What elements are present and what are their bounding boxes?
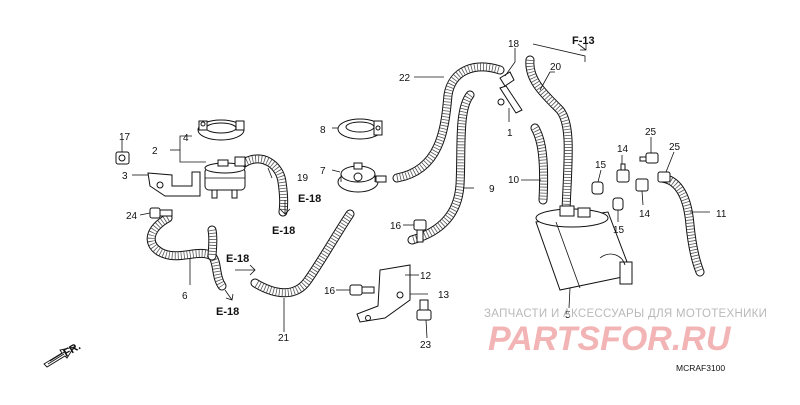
callout-8: 8 [320, 125, 326, 136]
part-14-connector-lower [635, 178, 649, 192]
hose-19 [239, 154, 289, 217]
callout-14-lower: 14 [639, 209, 651, 220]
callout-1: 1 [507, 128, 513, 139]
ref-e18-a: E-18 [298, 193, 321, 205]
callout-numbers: 1 2 3 4 5 6 7 8 9 10 11 12 13 14 14 15 1… [119, 39, 727, 351]
hose-10 [530, 123, 549, 205]
leader-lines [121, 43, 710, 339]
part-23-bolt [416, 299, 432, 321]
hose-20 [525, 55, 573, 215]
callout-12: 12 [420, 271, 432, 282]
hose-9 [407, 90, 475, 245]
part-25-bolt-a [639, 152, 659, 164]
diagram-code: MCRAF3100 [676, 363, 725, 373]
part-2-valve [204, 156, 246, 199]
hose-21 [250, 209, 355, 298]
callout-11: 11 [716, 209, 727, 220]
watermark-logo: PARTSFOR.RU [488, 320, 732, 358]
callout-19: 19 [297, 173, 309, 184]
hose-22 [392, 62, 505, 183]
callout-15-lower: 15 [613, 225, 625, 236]
callout-5: 5 [565, 310, 571, 321]
part-15-cap-lower [612, 197, 624, 211]
part-1-fitting [497, 85, 523, 114]
part-8-clamp [337, 118, 383, 140]
callout-21: 21 [278, 333, 290, 344]
ref-e18-b: E-18 [272, 225, 295, 237]
callout-25-a: 25 [645, 127, 657, 138]
callout-2: 2 [152, 146, 158, 157]
callout-23: 23 [420, 340, 432, 351]
front-marker: FR. [43, 340, 83, 368]
part-16-bolt-lower [349, 284, 375, 296]
ref-e18-c: E-18 [226, 253, 249, 265]
front-label: FR. [62, 340, 83, 359]
part-3-bracket [147, 171, 201, 197]
arrows [224, 43, 587, 301]
part-17-nut [115, 151, 130, 165]
callout-13: 13 [438, 290, 450, 301]
part-4-clamp [197, 119, 245, 141]
part-12-bracket [356, 264, 411, 323]
part-18-clip [499, 71, 515, 87]
callout-10: 10 [508, 175, 520, 186]
callout-4: 4 [183, 133, 189, 144]
callout-15-upper: 15 [595, 160, 607, 171]
part-14-connector-upper [616, 163, 630, 183]
callout-18: 18 [508, 39, 520, 50]
callout-16-upper: 16 [390, 221, 402, 232]
part-24-bolt [149, 207, 173, 219]
hose-11 [657, 173, 705, 277]
callout-25-b: 25 [669, 142, 681, 153]
ref-e18-d: E-18 [216, 306, 239, 318]
watermark-tagline: ЗАПЧАСТИ И АКСЕССУАРЫ ДЛЯ МОТОТЕХНИКИ [484, 308, 767, 320]
callout-17: 17 [119, 132, 131, 143]
callout-16-lower: 16 [324, 286, 336, 297]
part-15-cap-upper [591, 181, 604, 195]
callout-20: 20 [550, 62, 562, 73]
callout-6: 6 [182, 291, 188, 302]
callout-24: 24 [126, 211, 138, 222]
part-25-bolt-b [657, 171, 671, 183]
hose-6 [146, 213, 227, 291]
callout-14-upper: 14 [617, 144, 629, 155]
callout-7: 7 [320, 166, 326, 177]
ref-f13: F-13 [572, 35, 595, 47]
callout-3: 3 [122, 171, 128, 182]
part-5-canister [535, 205, 633, 291]
part-7-valve [337, 162, 387, 193]
callout-9: 9 [489, 184, 495, 195]
section-references: F-13 E-18 E-18 E-18 E-18 [216, 35, 595, 318]
callout-22: 22 [399, 73, 411, 84]
watermark: ЗАПЧАСТИ И АКСЕССУАРЫ ДЛЯ МОТОТЕХНИКИ PA… [484, 308, 767, 358]
